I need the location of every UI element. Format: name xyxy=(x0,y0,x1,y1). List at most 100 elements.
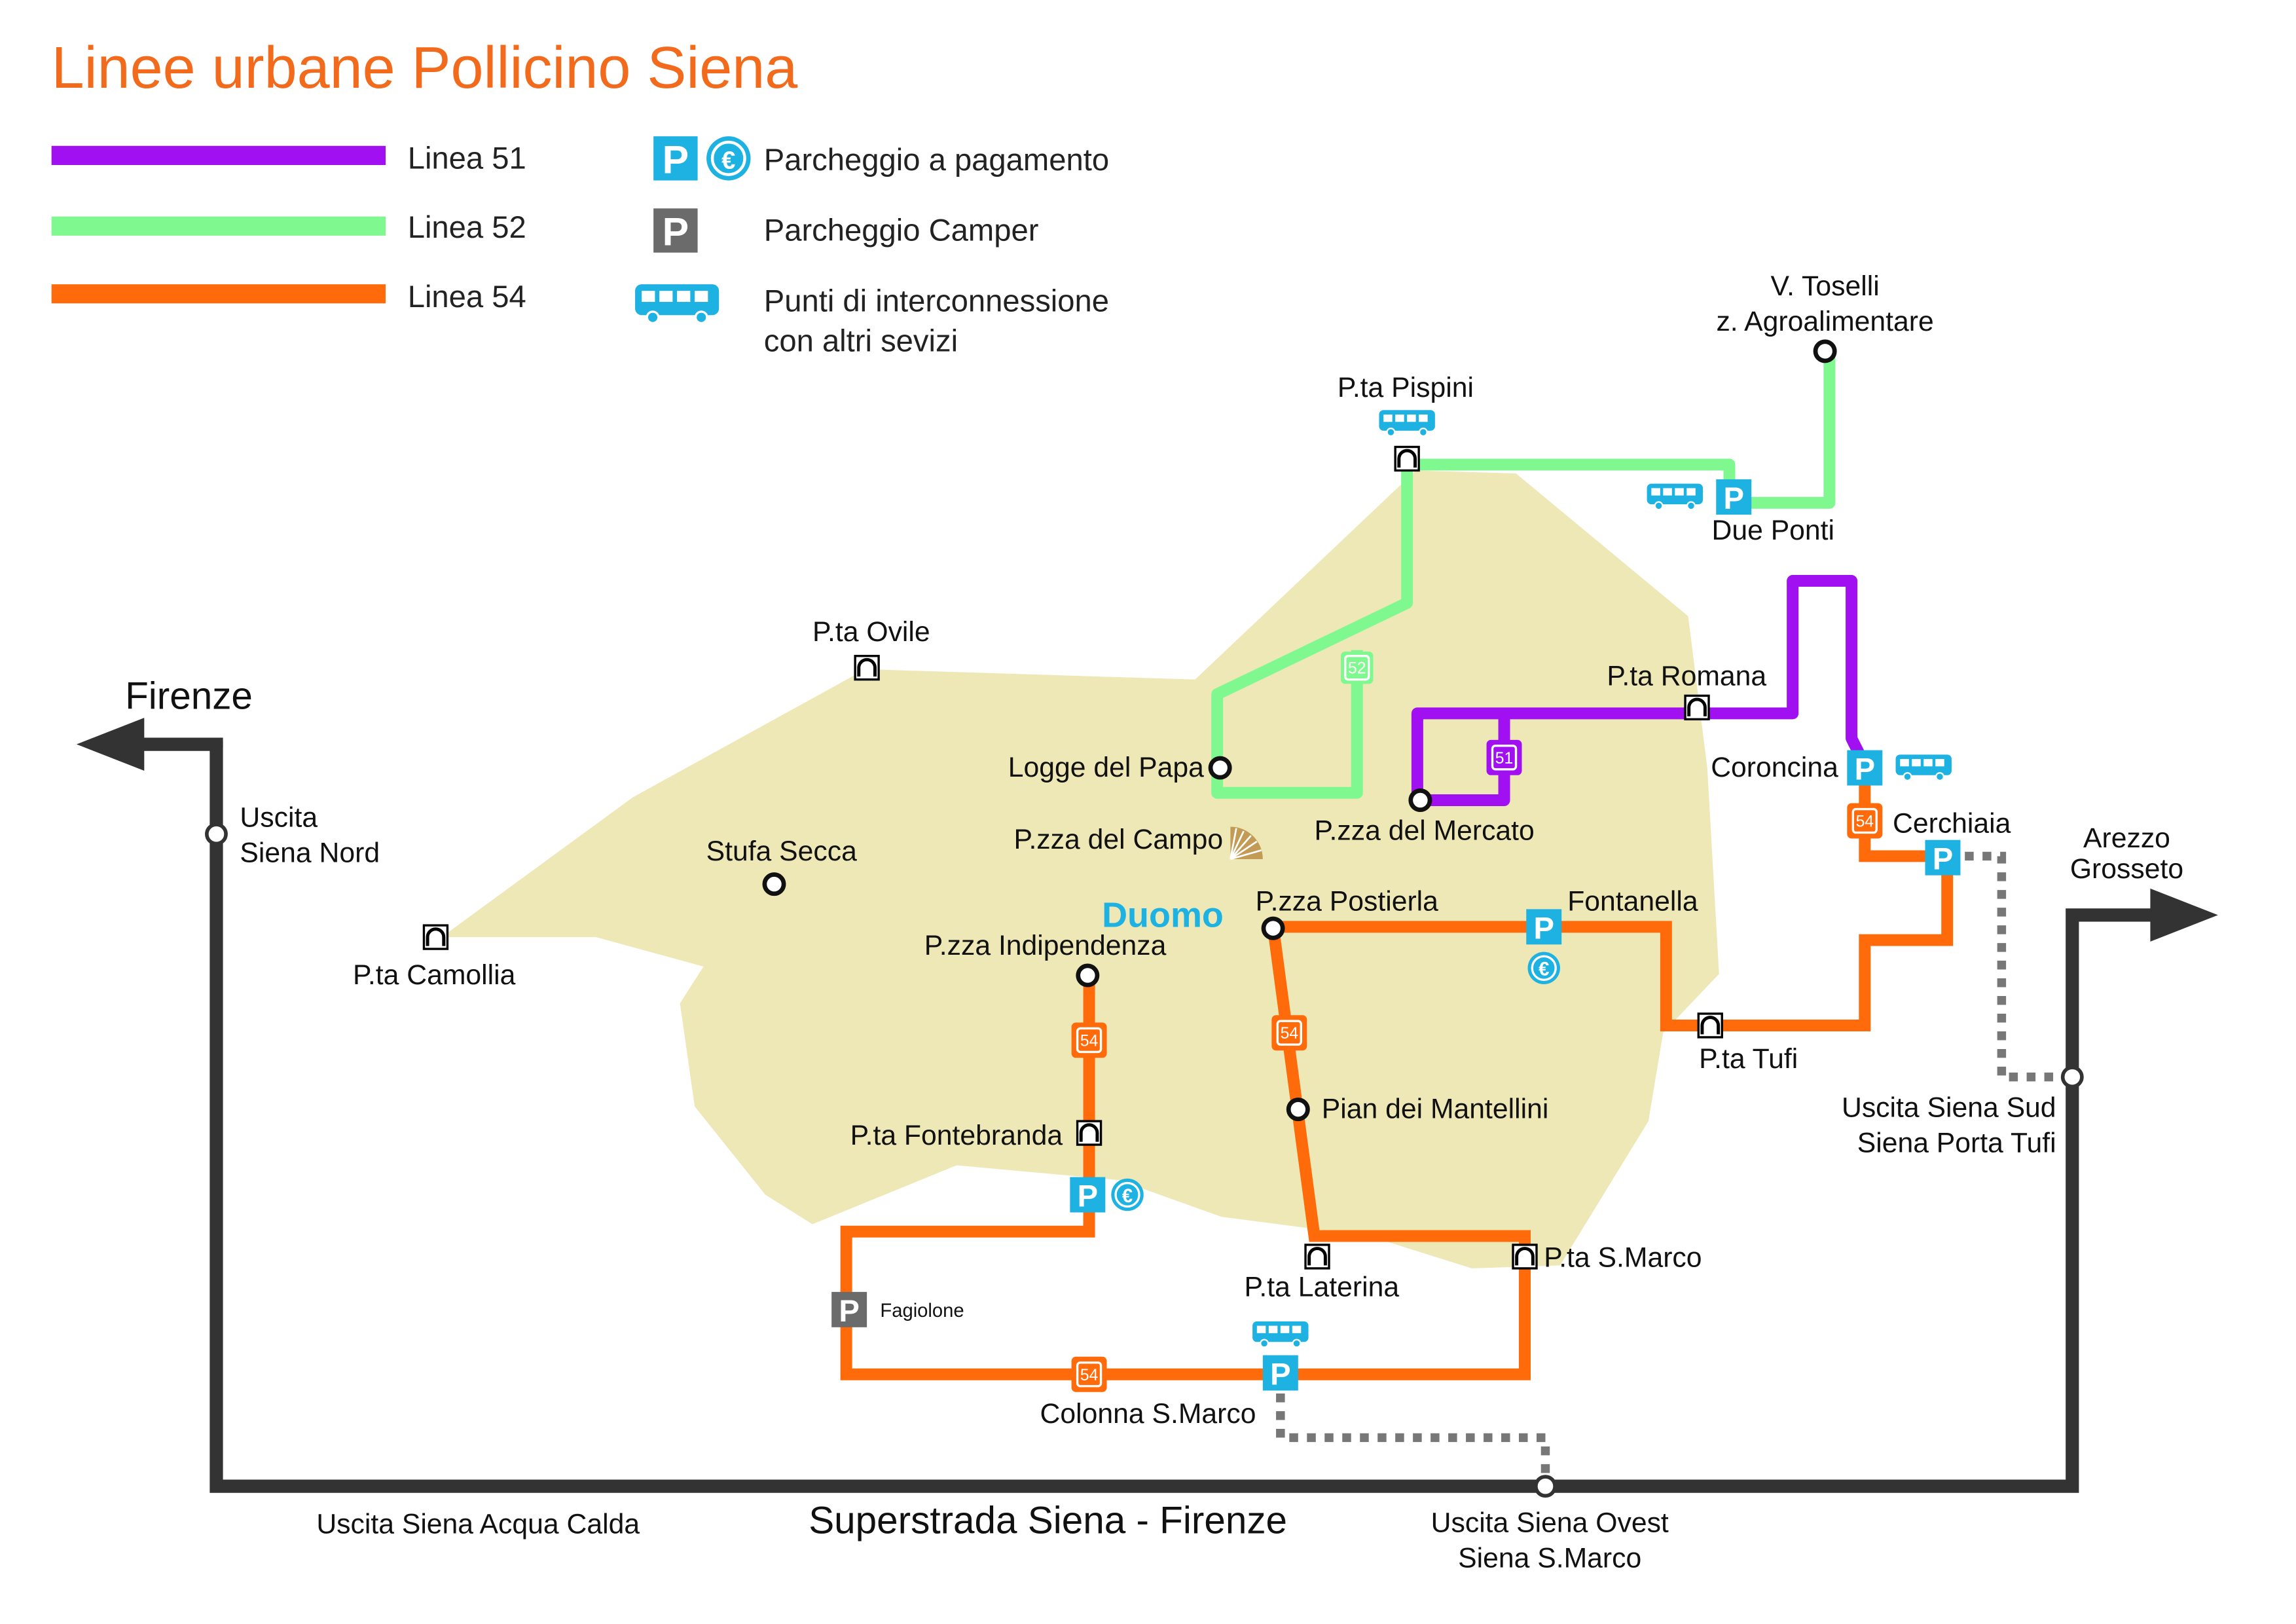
gate-icon-pispini xyxy=(1395,447,1419,470)
svg-text:P: P xyxy=(1723,481,1743,516)
label-indipendenza: P.zza Indipendenza xyxy=(924,930,1167,961)
label-stufa: Stufa Secca xyxy=(706,836,858,867)
svg-text:P: P xyxy=(663,209,689,253)
svg-text:P: P xyxy=(663,137,689,181)
route-line-54 xyxy=(840,767,1954,1380)
label-romana: P.ta Romana xyxy=(1607,661,1766,692)
svg-text:P: P xyxy=(1270,1357,1290,1392)
label-fagiolone: Fagiolone xyxy=(880,1301,964,1321)
legend-label-54: Linea 54 xyxy=(408,280,526,314)
legend-camper-parking-icon: P xyxy=(653,208,698,253)
label-uscita-sud-1: Uscita Siena Sud xyxy=(1842,1092,2056,1123)
stop-icon-indipendenza xyxy=(1078,966,1097,985)
legend-label-52: Linea 52 xyxy=(408,210,526,245)
exit-icon-ovest xyxy=(1534,1475,1557,1498)
gate-icon-fontebranda xyxy=(1078,1121,1101,1145)
label-grosseto: Grosseto xyxy=(2070,853,2183,885)
label-smarco: P.ta S.Marco xyxy=(1544,1242,1702,1274)
badge-52: 52 xyxy=(1340,651,1374,684)
gate-icon-laterina xyxy=(1305,1245,1329,1268)
stop-icon-stufa xyxy=(765,875,784,894)
gate-icon-ovile xyxy=(855,656,879,680)
legend-paid-parking: Parcheggio a pagamento xyxy=(764,143,1109,177)
label-uscita-nord-2: Siena Nord xyxy=(240,837,380,868)
label-uscita-ovest-1: Uscita Siena Ovest xyxy=(1431,1507,1669,1538)
label-colonna: Colonna S.Marco xyxy=(1040,1398,1256,1430)
label-postierla: P.zza Postierla xyxy=(1256,886,1439,917)
label-uscita-nord-1: Uscita xyxy=(240,802,318,833)
superstrada-road xyxy=(76,718,2218,1493)
label-uscita-ovest-2: Siena S.Marco xyxy=(1458,1542,1641,1574)
bus-icon-pispini xyxy=(1378,409,1436,437)
label-ovile: P.ta Ovile xyxy=(812,616,930,648)
arezzo-arrow-icon xyxy=(2150,888,2218,942)
parking-icon-cerchiaia: P xyxy=(1925,840,1961,877)
gate-icon-smarco xyxy=(1513,1245,1537,1268)
legend-interchange-line2: con altri sevizi xyxy=(764,323,958,358)
euro-icon-fontanella: € xyxy=(1527,951,1560,985)
label-toselli-2: z. Agroalimentare xyxy=(1716,306,1933,337)
exit-icon-nord xyxy=(205,822,228,846)
svg-text:54: 54 xyxy=(1856,813,1874,830)
label-laterina: P.ta Laterina xyxy=(1244,1272,1399,1303)
parking-icon-colonna: P xyxy=(1262,1355,1298,1392)
legend-bus-icon xyxy=(634,283,720,325)
label-superstrada: Superstrada Siena - Firenze xyxy=(809,1500,1287,1542)
city-area xyxy=(441,470,1719,1268)
map-title: Linee urbane Pollicino Siena xyxy=(52,35,798,101)
label-tufi: P.ta Tufi xyxy=(1699,1043,1798,1075)
connector-sud xyxy=(1965,851,2073,1082)
svg-text:54: 54 xyxy=(1080,1367,1099,1384)
badge-54-postierla: 54 xyxy=(1271,1015,1307,1051)
label-coroncina: Coroncina xyxy=(1711,752,1838,783)
bus-icon-coroncina xyxy=(1895,754,1953,782)
label-mercato: P.zza del Mercato xyxy=(1315,815,1535,847)
label-due-ponti: Due Ponti xyxy=(1712,515,1835,546)
label-uscita-sud-2: Siena Porta Tufi xyxy=(1857,1127,2056,1158)
label-duomo: Duomo xyxy=(1102,895,1224,934)
parking-icon-due-ponti: P xyxy=(1716,479,1752,516)
label-fontanella: Fontanella xyxy=(1567,886,1698,917)
bus-icon-due-ponti xyxy=(1646,483,1704,511)
badge-54-colonna: 54 xyxy=(1071,1356,1107,1392)
label-arezzo: Arezzo xyxy=(2083,822,2170,854)
stop-icon-mercato xyxy=(1411,790,1430,809)
parking-icon-coroncina: P xyxy=(1847,750,1883,787)
svg-text:P: P xyxy=(1078,1179,1098,1213)
svg-text:P: P xyxy=(1933,842,1953,877)
parking-icon-fontanella: P xyxy=(1526,909,1562,946)
gate-icon-tufi xyxy=(1698,1014,1722,1037)
label-campo: P.zza del Campo xyxy=(1013,824,1223,855)
label-pispini: P.ta Pispini xyxy=(1338,372,1474,403)
legend-camper-parking: Parcheggio Camper xyxy=(764,213,1039,248)
label-fontebranda: P.ta Fontebranda xyxy=(850,1120,1063,1151)
svg-text:P: P xyxy=(839,1294,859,1329)
label-logge: Logge del Papa xyxy=(1008,752,1204,783)
label-firenze: Firenze xyxy=(125,675,253,718)
legend-euro-icon: € xyxy=(706,136,751,181)
stop-icon-logge xyxy=(1211,758,1230,777)
legend-label-51: Linea 51 xyxy=(408,141,526,176)
svg-text:P: P xyxy=(1533,911,1554,946)
svg-text:P: P xyxy=(1855,752,1875,787)
bus-icon-colonna xyxy=(1251,1320,1309,1348)
svg-text:52: 52 xyxy=(1348,660,1366,678)
euro-icon-fontebranda: € xyxy=(1111,1178,1144,1211)
legend-interchange-line1: Punti di interconnessione xyxy=(764,284,1109,319)
gate-icon-romana xyxy=(1685,695,1709,719)
badge-51: 51 xyxy=(1486,739,1522,775)
campo-shell-icon xyxy=(1230,826,1263,860)
exit-icon-sud xyxy=(2060,1065,2084,1089)
svg-text:€: € xyxy=(1122,1186,1133,1207)
parking-icon-fontebranda: P xyxy=(1070,1177,1106,1213)
label-camollia: P.ta Camollia xyxy=(353,959,516,991)
camper-parking-icon-fagiolone: P xyxy=(831,1291,867,1329)
svg-text:54: 54 xyxy=(1281,1025,1299,1043)
stop-icon-toselli xyxy=(1815,342,1834,361)
label-acqua-calda: Uscita Siena Acqua Calda xyxy=(316,1509,640,1540)
legend-parking-icon: P xyxy=(653,136,698,181)
stop-icon-mantellini xyxy=(1288,1099,1307,1118)
badge-54-indipendenza: 54 xyxy=(1071,1022,1107,1058)
stop-icon-postierla xyxy=(1264,919,1283,938)
